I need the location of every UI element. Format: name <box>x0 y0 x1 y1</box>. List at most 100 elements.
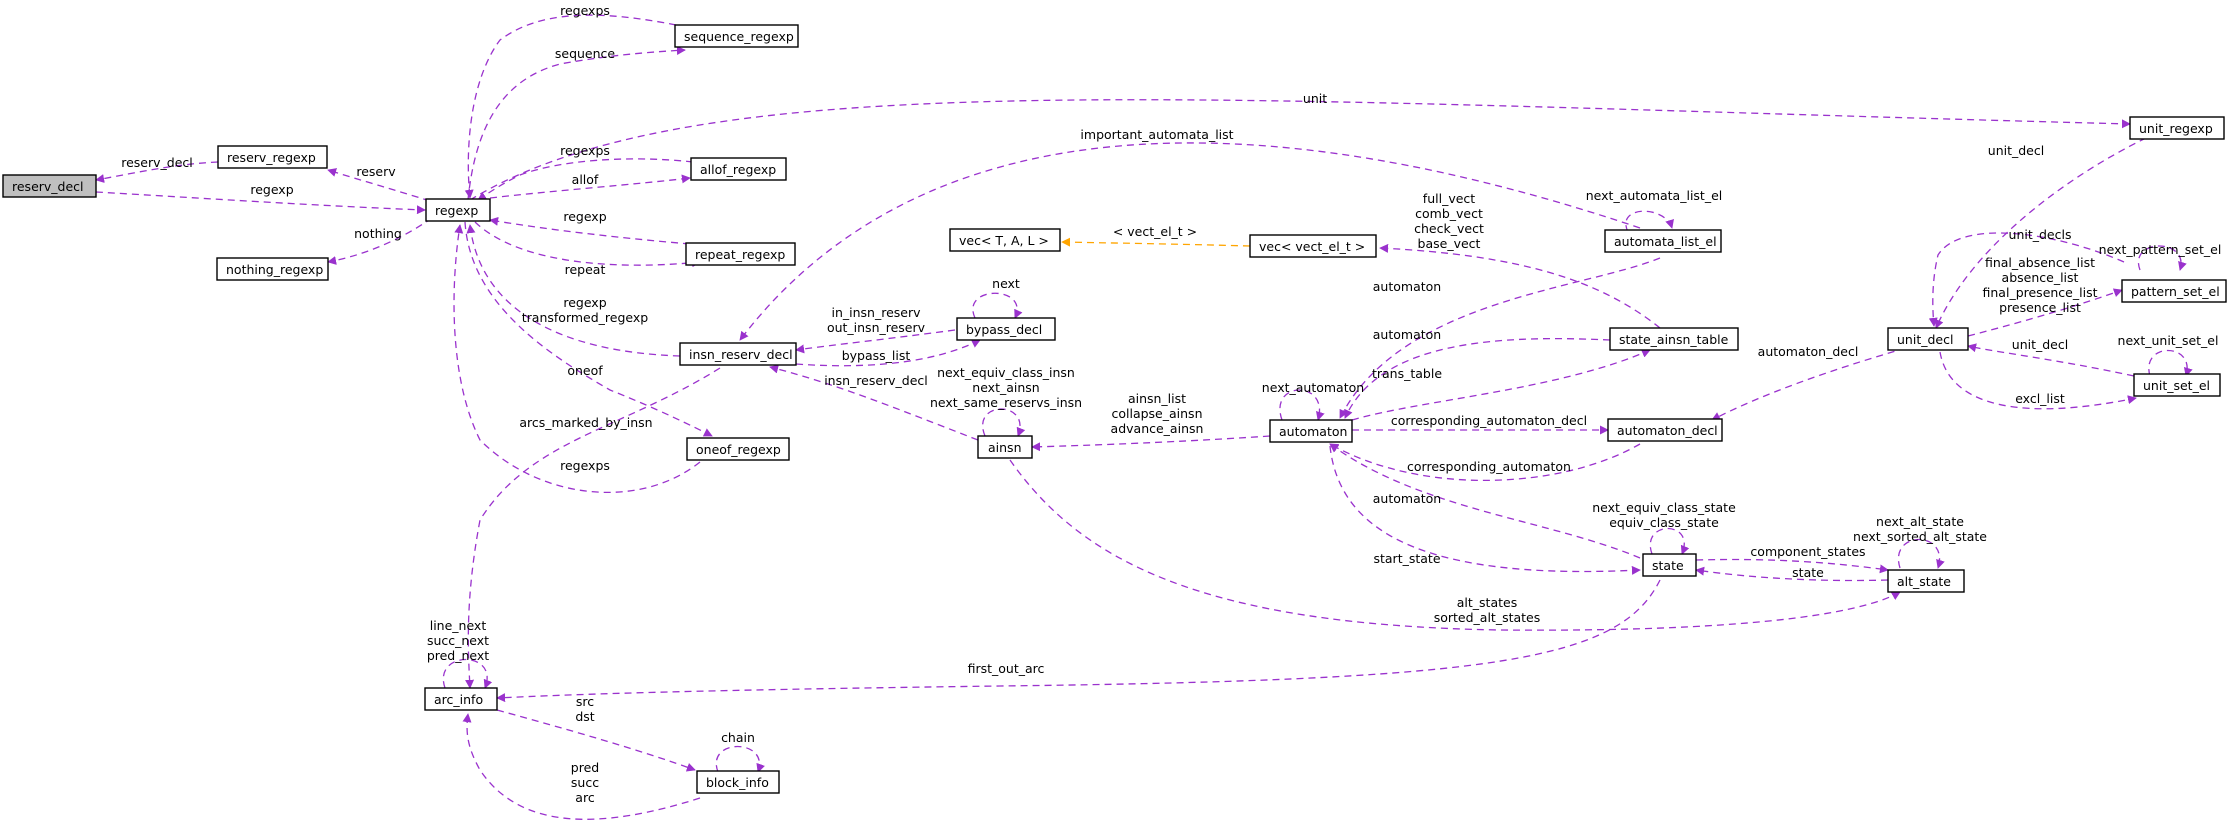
edge-corresponding-automaton <box>1329 443 1641 482</box>
label-chain: chain <box>721 730 755 745</box>
svg-text:regexp: regexp <box>435 203 478 218</box>
node-bypass-decl[interactable]: bypass_decl <box>956 317 1056 341</box>
svg-text:sequence_regexp: sequence_regexp <box>684 29 794 44</box>
edge-regexp-insn <box>466 224 681 357</box>
edge-insn-reserv-decl <box>769 364 979 441</box>
node-automaton[interactable]: automaton <box>1269 419 1353 443</box>
label-next: next <box>992 276 1020 291</box>
svg-text:unit_regexp: unit_regexp <box>2139 121 2213 136</box>
label-arcs-marked-by-insn: arcs_marked_by_insn <box>519 415 652 430</box>
label-check-vect: check_vect <box>1414 221 1484 236</box>
node-vec-t-a-l[interactable]: vec< T, A, L > <box>949 228 1061 252</box>
label-trans-table: trans_table <box>1372 366 1442 381</box>
node-state-ainsn-table[interactable]: state_ainsn_table <box>1609 327 1739 351</box>
edge-ainsn-list <box>1031 435 1271 452</box>
label-final-absence-list: final_absence_list <box>1985 255 2095 270</box>
label-allof: allof <box>572 172 599 187</box>
label-absence-list: absence_list <box>2002 270 2079 285</box>
edge-next-automaton <box>1279 389 1325 421</box>
node-insn-reserv-decl[interactable]: insn_reserv_decl <box>679 342 797 366</box>
label-state: state <box>1792 565 1824 580</box>
label-insn-reserv-decl: insn_reserv_decl <box>824 373 928 388</box>
edge-state-self <box>1649 527 1690 555</box>
edge-reserv <box>327 168 431 202</box>
node-block-info[interactable]: block_info <box>696 770 780 794</box>
label-transformed-regexp: transformed_regexp <box>522 310 649 325</box>
edge-nothing <box>327 217 433 265</box>
edge-chain <box>715 745 765 773</box>
node-allof-regexp[interactable]: allof_regexp <box>690 157 787 181</box>
svg-text:vec< vect_el_t >: vec< vect_el_t > <box>1259 239 1365 254</box>
node-automata-list-el[interactable]: automata_list_el <box>1604 229 1722 253</box>
edge-next-pattern-set-el <box>2137 245 2187 271</box>
edge-next-unit-set-el <box>2148 349 2193 377</box>
svg-text:automaton: automaton <box>1279 424 1347 439</box>
node-automaton-decl[interactable]: automaton_decl <box>1607 418 1723 442</box>
edge-vect <box>1379 243 1661 329</box>
edge-state <box>1695 566 1889 582</box>
edge-arcs-marked-by-insn <box>465 367 721 689</box>
edge-unit-decls <box>1928 232 2125 327</box>
node-alt-state[interactable]: alt_state <box>1887 569 1965 593</box>
node-unit-set-el[interactable]: unit_set_el <box>2133 373 2221 397</box>
label-unit: unit <box>1303 91 1327 106</box>
edge-start-state <box>1329 445 1641 575</box>
node-sequence-regexp[interactable]: sequence_regexp <box>674 24 799 48</box>
label-automaton-decl: automaton_decl <box>1758 344 1859 359</box>
node-unit-decl[interactable]: unit_decl <box>1887 327 1969 351</box>
node-oneof-regexp[interactable]: oneof_regexp <box>686 437 790 461</box>
node-reserv-decl[interactable]: reserv_decl <box>2 174 97 198</box>
label-base-vect: base_vect <box>1418 236 1481 251</box>
label-automaton-al: automaton <box>1373 279 1441 294</box>
label-automaton-state: automaton <box>1373 491 1441 506</box>
svg-text:automaton_decl: automaton_decl <box>1617 423 1718 438</box>
label-regexps-allof: regexps <box>560 143 610 158</box>
svg-text:alt_state: alt_state <box>1897 574 1951 589</box>
svg-text:reserv_regexp: reserv_regexp <box>227 150 316 165</box>
label-important-automata-list: important_automata_list <box>1080 127 1233 142</box>
node-state[interactable]: state <box>1642 553 1697 577</box>
label-regexps-seq: regexps <box>560 3 610 18</box>
edge-vect-el-t <box>1061 237 1251 247</box>
nodes: reserv_decl reserv_regexp regexp nothing… <box>2 24 2227 794</box>
svg-text:ainsn: ainsn <box>988 440 1022 455</box>
label-sorted-alt-states: sorted_alt_states <box>1434 610 1541 625</box>
label-comb-vect: comb_vect <box>1415 206 1483 221</box>
edge-trans-table <box>1351 349 1651 421</box>
node-unit-regexp[interactable]: unit_regexp <box>2129 116 2225 140</box>
node-reserv-regexp[interactable]: reserv_regexp <box>217 145 328 169</box>
label-next-equiv-class-insn: next_equiv_class_insn <box>937 365 1075 380</box>
svg-text:unit_set_el: unit_set_el <box>2143 378 2210 393</box>
label-regexp-insn: regexp <box>563 295 606 310</box>
label-first-out-arc: first_out_arc <box>968 661 1045 676</box>
label-vect-el-t: < vect_el_t > <box>1113 224 1197 239</box>
node-vec-vect-el-t[interactable]: vec< vect_el_t > <box>1249 234 1377 258</box>
label-next-same-reservs-insn: next_same_reservs_insn <box>930 395 1082 410</box>
svg-text:nothing_regexp: nothing_regexp <box>226 262 323 277</box>
edge-automaton-decl <box>1711 347 1907 421</box>
node-pattern-set-el[interactable]: pattern_set_el <box>2121 279 2227 303</box>
edge-src-dst <box>496 709 696 772</box>
label-arc: arc <box>575 790 595 805</box>
edge-next <box>972 292 1023 319</box>
edge-unit <box>469 99 2131 201</box>
label-next-sorted-alt-state: next_sorted_alt_state <box>1853 529 1987 544</box>
svg-text:insn_reserv_decl: insn_reserv_decl <box>689 347 793 362</box>
label-alt-states: alt_states <box>1457 595 1517 610</box>
edge-first-out-arc <box>496 579 1661 703</box>
node-arc-info[interactable]: arc_info <box>424 687 498 711</box>
label-succ: succ <box>571 775 599 790</box>
node-nothing-regexp[interactable]: nothing_regexp <box>216 257 329 281</box>
node-repeat-regexp[interactable]: repeat_regexp <box>685 242 796 266</box>
edge-in-out-insn-reserv <box>795 329 956 354</box>
svg-text:state: state <box>1652 558 1684 573</box>
edge-alt-states <box>1009 459 1901 631</box>
edge-regexp-repeat <box>489 216 691 245</box>
label-full-vect: full_vect <box>1423 191 1475 206</box>
node-regexp[interactable]: regexp <box>425 198 491 222</box>
edge-automaton-al <box>1339 257 1661 419</box>
edge-excl-list <box>1939 351 2137 410</box>
node-ainsn[interactable]: ainsn <box>977 435 1033 459</box>
edge-repeat <box>474 221 701 268</box>
